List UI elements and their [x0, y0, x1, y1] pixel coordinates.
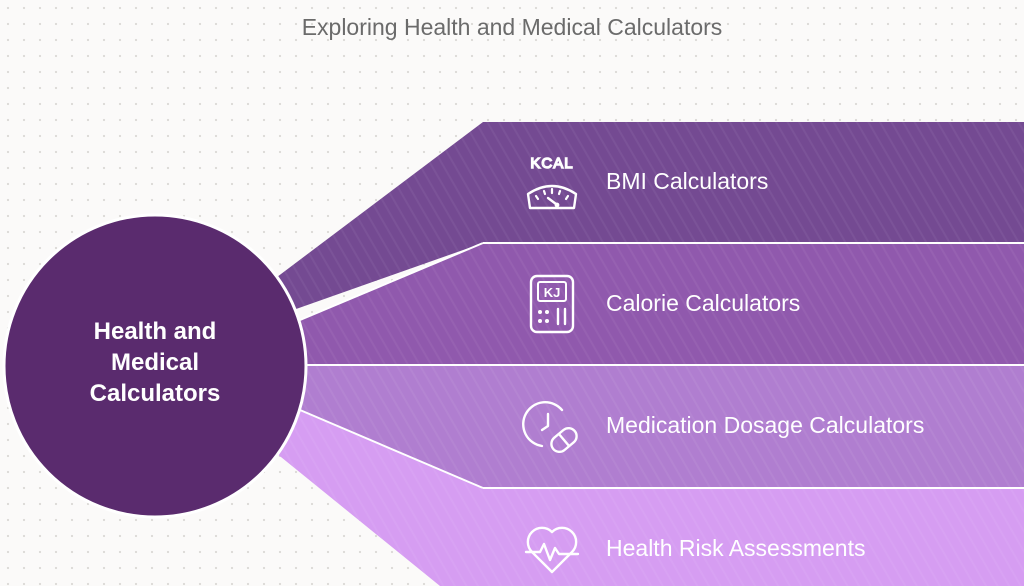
center-label-line-1: Health and	[93, 318, 217, 345]
kj-calculator-icon: KJ	[529, 274, 575, 334]
center-label: Health and Medical Calculators	[40, 316, 270, 409]
kcal-scale-icon: KCAL	[526, 154, 578, 210]
stripe-overlay	[180, 122, 1024, 586]
center-label-line-2: Medical	[110, 349, 200, 376]
svg-text:KCAL: KCAL	[530, 155, 573, 172]
divider-slant-3	[299, 409, 484, 489]
band-label-risk: Health Risk Assessments	[606, 535, 866, 561]
diagram-title: Exploring Health and Medical Calculators	[301, 14, 723, 40]
band-label-bmi: BMI Calculators	[606, 168, 769, 194]
svg-text:KJ: KJ	[544, 285, 561, 300]
band-label-calorie: Calorie Calculators	[606, 290, 801, 316]
divider-slant-1	[299, 242, 484, 321]
center-label-line-3: Calculators	[89, 380, 221, 407]
band-label-medication: Medication Dosage Calculators	[606, 412, 925, 438]
clock-pill-icon	[522, 401, 578, 454]
center-circle	[2, 213, 308, 519]
heartbeat-icon	[524, 526, 580, 574]
